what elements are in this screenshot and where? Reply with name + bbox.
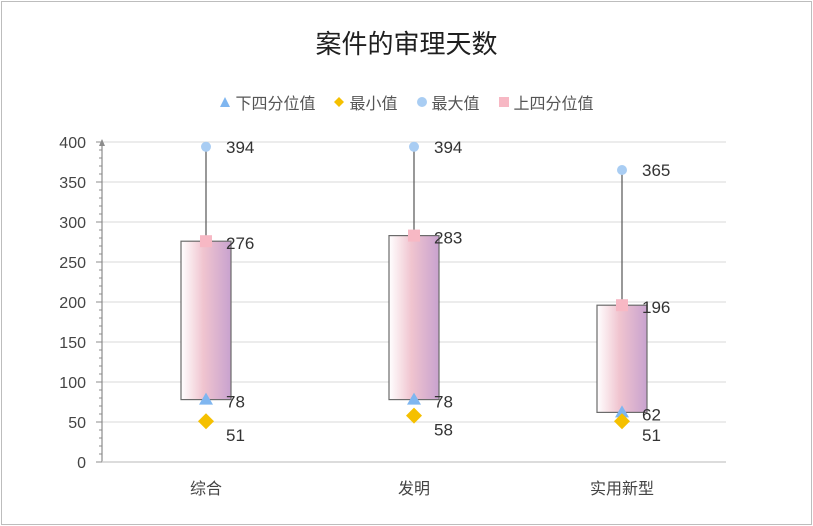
data-label-lower-quartile: 78	[434, 393, 453, 412]
y-tick-label: 250	[59, 255, 86, 272]
y-tick-label: 50	[68, 415, 86, 432]
chart-title: 案件的审理天数	[315, 30, 498, 60]
y-tick-label: 400	[59, 135, 86, 152]
y-tick-label: 0	[77, 455, 86, 472]
max-point	[617, 165, 627, 175]
data-label-upper-quartile: 196	[642, 298, 670, 317]
data-label-min: 51	[642, 426, 661, 445]
data-label-lower-quartile: 78	[226, 393, 245, 412]
y-tick-label: 150	[59, 335, 86, 352]
max-point	[201, 141, 211, 152]
x-category-label: 实用新型	[590, 479, 654, 498]
y-tick-label: 200	[59, 295, 86, 312]
lower-quartile-point	[615, 405, 629, 418]
data-label-min: 51	[226, 426, 245, 445]
legend-label: 上四分位值	[513, 94, 594, 113]
circle-icon	[416, 97, 427, 107]
x-category-label: 综合	[190, 479, 222, 498]
legend-label: 下四分位值	[235, 94, 316, 113]
min-point	[198, 413, 214, 430]
box	[180, 240, 232, 401]
data-label-lower-quartile: 62	[642, 405, 661, 424]
data-label-min: 58	[434, 421, 453, 440]
legend-label: 最小值	[349, 94, 398, 113]
box	[596, 304, 648, 414]
legend-item-min: 最小值	[333, 90, 398, 114]
square-icon	[498, 97, 509, 107]
data-label-upper-quartile: 276	[226, 234, 254, 253]
upper-quartile-point	[616, 299, 628, 312]
upper-quartile-point	[408, 229, 420, 242]
y-tick-label: 300	[59, 215, 86, 232]
lower-quartile-point	[199, 392, 213, 405]
diamond-icon	[334, 97, 345, 107]
box	[388, 235, 440, 401]
legend-label: 最大值	[431, 94, 480, 113]
legend-item-upper-quartile: 上四分位值	[498, 90, 594, 114]
y-tick-label: 100	[59, 375, 86, 392]
y-tick-label: 350	[59, 175, 86, 192]
y-axis-arrow	[99, 139, 105, 146]
x-category-label: 发明	[398, 479, 430, 498]
legend-item-lower-quartile: 下四分位值	[219, 90, 315, 114]
data-label-max: 394	[434, 138, 462, 157]
upper-quartile-point	[200, 235, 212, 248]
data-label-max: 394	[226, 138, 254, 157]
data-label-upper-quartile: 283	[434, 229, 462, 248]
legend-item-max: 最大值	[416, 90, 480, 114]
lower-quartile-point	[407, 392, 421, 405]
legend: 下四分位值 最小值 最大值 上四分位值	[0, 90, 813, 114]
min-point	[406, 407, 422, 424]
triangle-icon	[220, 97, 231, 107]
max-point	[409, 141, 419, 152]
min-point	[614, 413, 630, 430]
data-label-max: 365	[642, 161, 670, 180]
